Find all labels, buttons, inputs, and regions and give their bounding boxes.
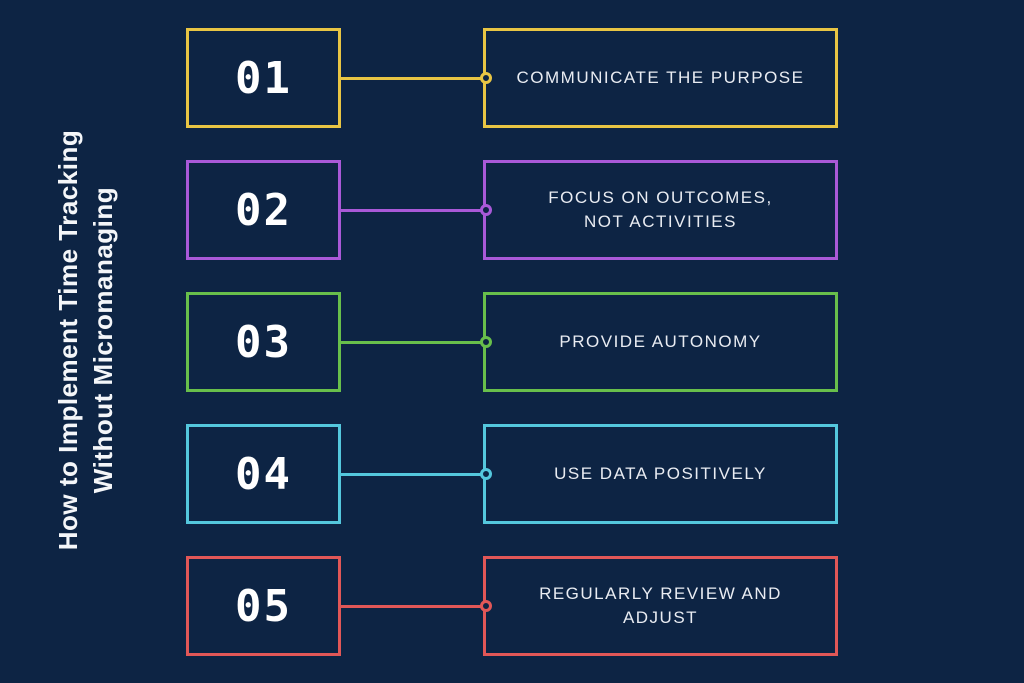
step-number-5: 05 [235,580,292,632]
connector-line-3 [341,340,483,344]
step-number-box-2: 02 [186,160,341,260]
steps-list: 01 COMMUNICATE THE PURPOSE 02 FOCUS ON O… [186,28,838,656]
step-label-5: REGULARLY REVIEW AND ADJUST [539,584,782,627]
step-number-4: 04 [235,448,292,500]
step-label-2: FOCUS ON OUTCOMES, NOT ACTIVITIES [548,188,773,231]
step-number-box-1: 01 [186,28,341,128]
step-number-2: 02 [235,184,292,236]
step-label-4: USE DATA POSITIVELY [554,464,767,483]
step-row-1: 01 COMMUNICATE THE PURPOSE [186,28,838,128]
page-title: How to Implement Time Tracking Without M… [53,129,118,551]
step-label-box-3: PROVIDE AUTONOMY [480,292,838,392]
connector-line-5 [341,604,483,608]
step-number-3: 03 [235,316,292,368]
step-number-box-3: 03 [186,292,341,392]
step-label-3: PROVIDE AUTONOMY [559,332,762,351]
step-label-1: COMMUNICATE THE PURPOSE [516,68,805,87]
step-row-4: 04 USE DATA POSITIVELY [186,424,838,524]
step-number-box-5: 05 [186,556,341,656]
step-number-1: 01 [235,52,292,104]
connector-line-1 [341,76,483,80]
step-row-5: 05 REGULARLY REVIEW AND ADJUST [186,556,838,656]
connector-ring-icon-5 [480,600,492,612]
step-label-box-5: REGULARLY REVIEW AND ADJUST [480,556,838,656]
step-row-3: 03 PROVIDE AUTONOMY [186,292,838,392]
connector-line-4 [341,472,483,476]
connector-ring-icon-3 [480,336,492,348]
connector-ring-icon-1 [480,72,492,84]
connector-ring-icon-2 [480,204,492,216]
step-label-box-2: FOCUS ON OUTCOMES, NOT ACTIVITIES [480,160,838,260]
step-row-2: 02 FOCUS ON OUTCOMES, NOT ACTIVITIES [186,160,838,260]
connector-line-2 [341,208,483,212]
step-number-box-4: 04 [186,424,341,524]
step-label-box-4: USE DATA POSITIVELY [480,424,838,524]
connector-ring-icon-4 [480,468,492,480]
step-label-box-1: COMMUNICATE THE PURPOSE [480,28,838,128]
